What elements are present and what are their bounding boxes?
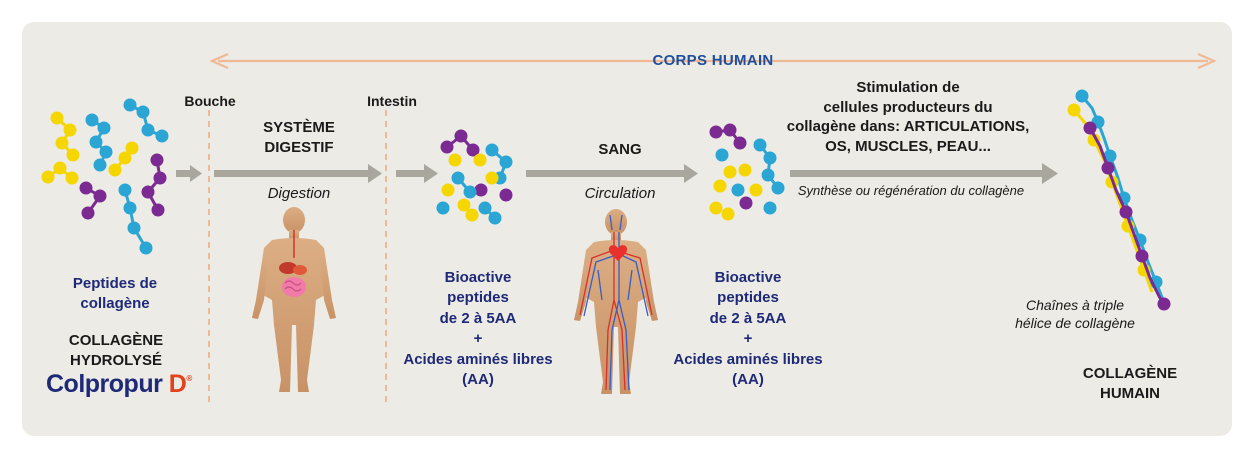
stage3-line: +: [473, 330, 483, 348]
circulatory-body-icon: [574, 209, 658, 394]
corps-humain-arrow: [209, 52, 1217, 70]
collagen-peptides-cluster: [41, 98, 169, 255]
triple-helix-icon: [1067, 89, 1171, 311]
bouche-label: Bouche: [184, 93, 236, 109]
helix-caption-line: Chaînes à triple: [1025, 297, 1125, 313]
stage2-title-line: SYSTÈME: [263, 119, 335, 136]
stage3-line: (AA): [462, 370, 494, 388]
stage3-line: peptides: [447, 289, 509, 307]
brand-reg: ®: [186, 374, 192, 383]
helix-caption: Chaînes à triple hélice de collagène: [990, 296, 1160, 333]
stage5-line: +: [743, 330, 753, 348]
stage6-title-line: Stimulation de: [856, 79, 960, 96]
stage2-title: SYSTÈME DIGESTIF: [240, 118, 358, 158]
stage6-title-line: OS, MUSCLES, PEAU...: [825, 137, 991, 155]
stage6-title-line: cellules producteurs du: [823, 98, 993, 116]
corps-humain-label: CORPS HUMAIN: [652, 52, 774, 69]
stage3-line: de 2 à 5AA: [439, 309, 517, 327]
stage5-text: Bioactive peptides de 2 à 5AA + Acides a…: [660, 268, 836, 390]
helix-caption-line: hélice de collagène: [1015, 315, 1135, 332]
synthese-label: Synthèse ou régénération du collagène: [797, 183, 1025, 198]
result-line: COLLAGÈNE: [1082, 365, 1178, 382]
stage1-product-line: HYDROLYSÉ: [70, 351, 162, 369]
stage1-product-line: COLLAGÈNE: [68, 332, 164, 349]
flow-arrows: [176, 163, 1058, 184]
colpropur-logo: Colpropur D®: [46, 370, 192, 399]
digestive-body-icon: [252, 207, 336, 392]
result-line: HUMAIN: [1100, 384, 1160, 402]
circulation-label: Circulation: [584, 185, 656, 202]
sang-title: SANG: [598, 141, 642, 158]
brand-mark: D: [168, 370, 187, 398]
stage1-label-line: Peptides de: [72, 275, 158, 292]
stage1-label-line: collagène: [80, 294, 150, 312]
stage5-line: Bioactive: [714, 269, 782, 286]
intestin-label: Intestin: [367, 93, 417, 109]
flow-arrow-4: [526, 164, 698, 183]
flow-arrow-5: [790, 163, 1058, 184]
collagene-humain-label: COLLAGÈNE HUMAIN: [1070, 364, 1190, 404]
stage1-peptides-label: Peptides de collagène: [50, 274, 180, 314]
stage3-line: Acides aminés libres: [403, 350, 553, 368]
stage5-line: (AA): [732, 370, 764, 388]
digestion-label: Digestion: [267, 185, 331, 202]
stage5-line: de 2 à 5AA: [709, 309, 787, 327]
stage2-title-line: DIGESTIF: [264, 138, 334, 156]
bioactive-peptides-cluster-2: [709, 123, 785, 221]
stage3-text: Bioactive peptides de 2 à 5AA + Acides a…: [390, 268, 566, 390]
brand-name: Colpropur: [46, 370, 163, 398]
stage1-product-name: COLLAGÈNE HYDROLYSÉ: [46, 331, 186, 371]
bioactive-peptides-cluster-1: [436, 129, 513, 225]
flow-arrow-1: [176, 165, 202, 182]
flow-arrow-3: [396, 164, 438, 183]
stage6-title-line: collagène dans: ARTICULATIONS,: [786, 118, 1030, 135]
stage6-title: Stimulation de cellules producteurs du c…: [770, 78, 1046, 156]
stage3-line: Bioactive: [444, 269, 512, 286]
stage5-line: Acides aminés libres: [673, 350, 823, 368]
stage5-line: peptides: [717, 289, 779, 307]
flow-arrow-2: [214, 164, 382, 183]
